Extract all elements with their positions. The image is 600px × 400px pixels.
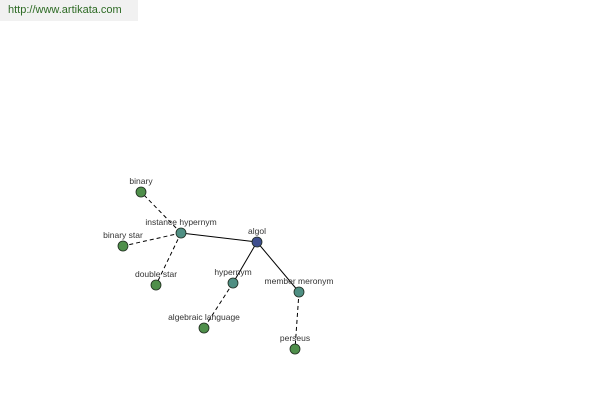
edge-algol-to-member-meronym [256,241,300,293]
node-algol[interactable]: algol [248,226,266,248]
node-perseus[interactable]: perseus [280,333,310,355]
node-marker[interactable] [251,236,263,248]
node-marker[interactable] [293,286,305,298]
node-marker[interactable] [117,240,129,252]
node-label: algebraic language [168,312,240,322]
node-label: binary [129,176,153,186]
node-marker[interactable] [135,186,147,198]
node-binary-star[interactable]: binary star [103,230,143,252]
node-label: member meronym [265,276,334,286]
node-marker[interactable] [198,322,210,334]
node-label: algol [248,226,266,236]
node-instance-hypernym[interactable]: instance hypernym [145,217,217,239]
edge-algol-to-hypernym [232,241,258,284]
node-binary[interactable]: binary [129,176,153,198]
graph-edges [122,191,300,350]
node-marker[interactable] [289,343,301,355]
site-url-link[interactable]: http://www.artikata.com [8,4,122,16]
node-marker[interactable] [150,279,162,291]
edge-hypernym-to-algebraic-language [203,282,234,329]
edge-instance-hypernym-to-double-star [155,232,182,286]
edge-algol-to-instance-hypernym [180,232,258,243]
edge-instance-hypernym-to-binary [140,191,182,234]
node-marker[interactable] [175,227,187,239]
edge-member-meronym-to-perseus [294,291,300,350]
node-member-meronym[interactable]: member meronym [265,276,334,298]
graph-nodes: algol instance hypernym hypernym member mer… [103,176,334,355]
node-label: perseus [280,333,310,343]
node-marker[interactable] [227,277,239,289]
node-algebraic-language[interactable]: algebraic language [168,312,240,334]
node-label: instance hypernym [145,217,216,227]
url-bar: http://www.artikata.com [0,0,138,21]
node-label: double star [135,269,177,279]
node-hypernym[interactable]: hypernym [214,267,252,289]
edge-instance-hypernym-to-binary-star [122,232,182,247]
node-double-star[interactable]: double star [135,269,177,291]
node-label: binary star [103,230,143,240]
node-label: hypernym [214,267,251,277]
